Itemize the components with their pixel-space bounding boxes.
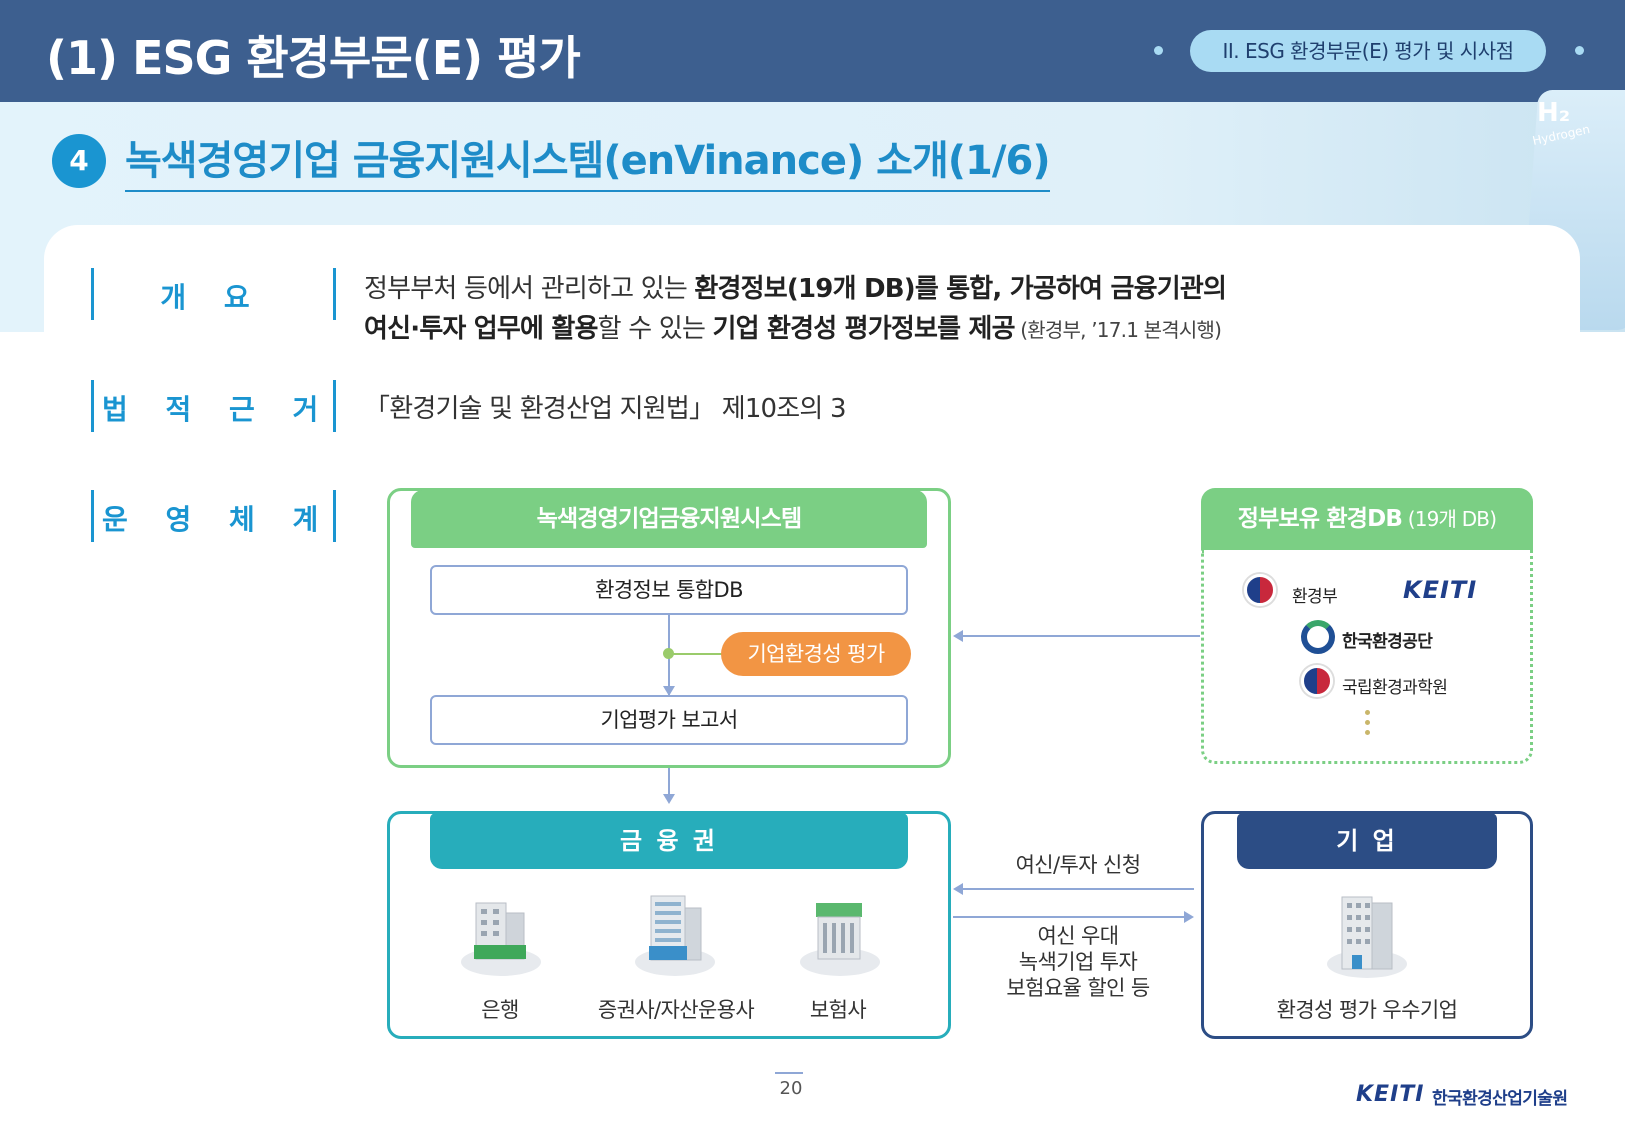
org-kec: 한국환경공단 bbox=[1342, 632, 1433, 652]
arrow-left-icon bbox=[953, 883, 963, 895]
h2-label: H₂ bbox=[1537, 98, 1571, 128]
evaluation-pill: 기업환경성 평가 bbox=[721, 632, 911, 676]
arrow-left-icon bbox=[953, 630, 963, 642]
finance-item-insurance: 보험사 bbox=[809, 998, 867, 1022]
connector-line bbox=[668, 768, 670, 796]
pill-dot-left bbox=[1154, 46, 1163, 55]
section-number-badge: 4 bbox=[52, 134, 106, 188]
company-title: 기 업 bbox=[1237, 813, 1497, 869]
nier-emblem-icon bbox=[1301, 665, 1333, 697]
report-box: 기업평가 보고서 bbox=[430, 695, 908, 745]
section-title: 녹색경영기업 금융지원시스템(enVinance) 소개(1/6) bbox=[125, 128, 1051, 192]
moe-emblem-icon bbox=[1244, 574, 1276, 606]
flow-benefit-1: 여신 우대 bbox=[1037, 924, 1120, 948]
arrow-down-icon bbox=[663, 794, 675, 804]
kec-emblem-icon bbox=[1301, 620, 1335, 654]
overview-text-bold: 여신·투자 업무에 활용 bbox=[364, 314, 598, 344]
system-title: 녹색경영기업금융지원시스템 bbox=[411, 490, 927, 548]
overview-text-bold: 환경정보(19개 DB)를 통합, 가공하여 금융기관의 bbox=[694, 274, 1227, 304]
overview-text-bold: 기업 환경성 평가정보를 제공 bbox=[712, 314, 1016, 344]
operation-label: 운 영 체 계 bbox=[102, 503, 333, 536]
legal-basis-text: 「환경기술 및 환경산업 지원법」 제10조의 3 bbox=[364, 394, 847, 424]
page-number: 20 bbox=[779, 1078, 803, 1099]
gov-db-title: 정부보유 환경DB (19개 DB) bbox=[1201, 488, 1533, 550]
connector-line bbox=[953, 916, 1185, 918]
arrow-right-icon bbox=[1184, 911, 1194, 923]
bank-building-icon bbox=[474, 902, 526, 960]
row-bar-left bbox=[91, 268, 94, 320]
row-bar-left bbox=[91, 380, 94, 432]
overview-text: 할 수 있는 bbox=[597, 314, 713, 344]
legal-basis-label: 법 적 근 거 bbox=[102, 393, 333, 426]
gov-db-count: (19개 DB) bbox=[1402, 507, 1497, 531]
connector-line bbox=[962, 888, 1194, 890]
insurance-building-icon bbox=[816, 903, 862, 960]
overview-line-2: 여신·투자 업무에 활용할 수 있는 기업 환경성 평가정보를 제공 (환경부,… bbox=[364, 308, 1222, 345]
finance-item-securities: 증권사/자산운용사 bbox=[597, 998, 755, 1022]
footer-org-name: 한국환경산업기술원 bbox=[1432, 1089, 1568, 1109]
overview-text: 정부부처 등에서 관리하고 있는 bbox=[364, 274, 695, 304]
securities-building-icon bbox=[649, 895, 702, 961]
arrow-down-icon bbox=[663, 686, 675, 696]
row-bar-right bbox=[333, 380, 336, 432]
row-bar-left bbox=[91, 490, 94, 542]
org-nier: 국립환경과학원 bbox=[1342, 678, 1448, 698]
footer-keiti-logo: KEITI bbox=[1356, 1082, 1425, 1107]
flow-benefit-2: 녹색기업 투자 bbox=[1018, 950, 1138, 974]
more-dots-icon bbox=[1365, 710, 1371, 740]
pill-dot-right bbox=[1575, 46, 1584, 55]
connector-line bbox=[962, 635, 1200, 637]
flow-apply-label: 여신/투자 신청 bbox=[1015, 853, 1141, 877]
company-building-icon bbox=[1341, 896, 1393, 970]
org-keiti-logo: KEITI bbox=[1403, 576, 1478, 604]
finance-title: 금 융 권 bbox=[430, 813, 908, 869]
integrated-db-box: 환경정보 통합DB bbox=[430, 565, 908, 615]
overview-line-1: 정부부처 등에서 관리하고 있는 환경정보(19개 DB)를 통합, 가공하여 … bbox=[364, 268, 1227, 305]
connector-dot bbox=[663, 648, 674, 659]
row-bar-right bbox=[333, 490, 336, 542]
finance-item-bank: 은행 bbox=[481, 998, 519, 1022]
overview-label: 개 요 bbox=[160, 281, 264, 314]
page-title: (1) ESG 환경부문(E) 평가 bbox=[46, 31, 581, 85]
connector-line bbox=[672, 653, 722, 655]
overview-note: (환경부, ’17.1 본격시행) bbox=[1014, 318, 1222, 342]
company-item: 환경성 평가 우수기업 bbox=[1276, 998, 1458, 1022]
flow-benefit-3: 보험요율 할인 등 bbox=[1006, 976, 1150, 1000]
row-bar-right bbox=[333, 268, 336, 320]
chapter-pill: II. ESG 환경부문(E) 평가 및 시사점 bbox=[1190, 30, 1546, 72]
page-number-line bbox=[775, 1072, 803, 1074]
org-moe: 환경부 bbox=[1292, 587, 1338, 607]
gov-db-title-text: 정부보유 환경DB bbox=[1237, 506, 1403, 532]
